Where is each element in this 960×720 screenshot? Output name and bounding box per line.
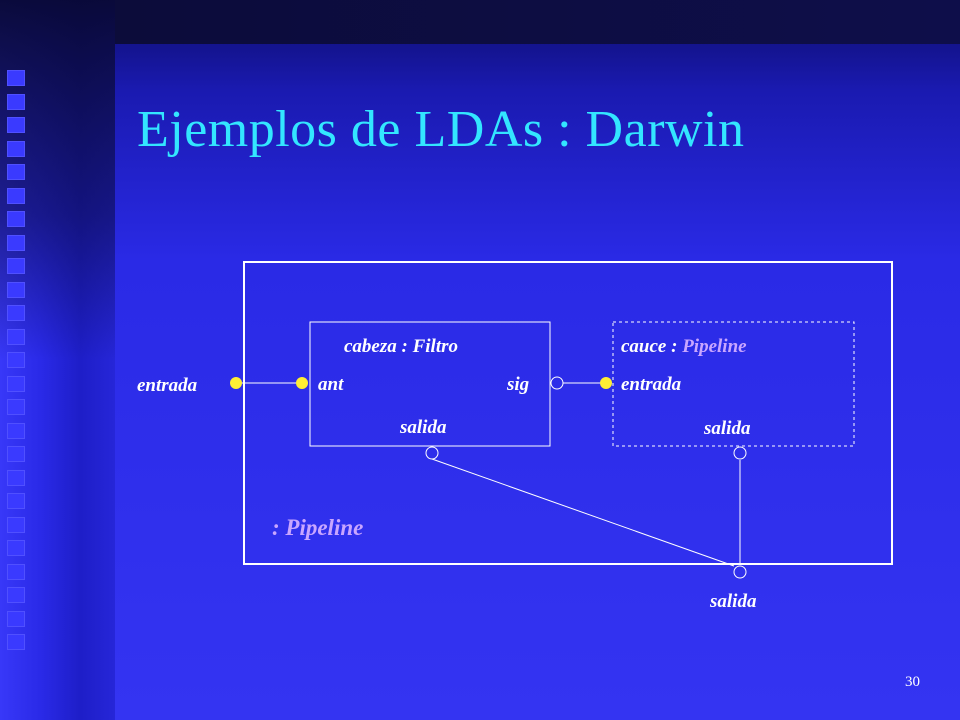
cauce-salida-port — [733, 446, 747, 460]
decor-square — [7, 587, 25, 603]
slide-title: Ejemplos de LDAs : Darwin — [137, 101, 745, 158]
decor-square — [7, 328, 25, 345]
cauce-entrada-label: entrada — [621, 374, 682, 395]
decor-square — [7, 352, 25, 368]
top-band — [115, 0, 960, 44]
decor-square — [7, 140, 25, 157]
decor-square — [7, 258, 25, 274]
cabeza-component-box — [309, 321, 551, 447]
cauce-salida-label: salida — [703, 418, 751, 439]
decor-square — [7, 93, 25, 110]
cabeza-header: cabeza : Filtro — [344, 336, 458, 357]
decor-square — [7, 117, 25, 133]
cauce-component-box — [612, 321, 855, 447]
decor-square — [7, 164, 25, 180]
decor-square — [7, 399, 25, 415]
cauce-entrada-port — [600, 377, 612, 389]
outer-salida-label: salida — [709, 591, 757, 612]
outer-entrada-port — [230, 377, 242, 389]
decor-square — [7, 540, 25, 556]
decor-square — [7, 422, 25, 439]
cabeza-sig-port — [550, 376, 564, 390]
decor-square — [7, 70, 25, 86]
cabeza-ant-port — [296, 377, 308, 389]
decor-square — [7, 305, 25, 321]
decor-square — [7, 211, 25, 227]
decor-squares — [7, 70, 29, 670]
decor-square — [7, 234, 25, 251]
left-decor-shade — [0, 0, 115, 360]
pipeline-outer-box — [243, 261, 893, 565]
cabeza-sig-label: sig — [506, 374, 529, 395]
decor-square — [7, 375, 25, 392]
cabeza-ant-label: ant — [318, 374, 344, 395]
decor-square — [7, 446, 25, 462]
cauce-header: cauce : Pipeline — [621, 336, 747, 357]
outer-entrada-label: entrada — [137, 375, 198, 396]
pipeline-type-label: : Pipeline — [272, 515, 363, 540]
binding-cabeza-salida — [431, 458, 735, 567]
decor-square — [7, 281, 25, 298]
outer-salida-port — [733, 565, 747, 579]
decor-square — [7, 610, 25, 627]
decor-square — [7, 563, 25, 580]
decor-square — [7, 469, 25, 486]
cabeza-salida-port — [425, 446, 439, 460]
cabeza-salida-label: salida — [399, 417, 447, 438]
page-number: 30 — [905, 674, 920, 690]
decor-square — [7, 516, 25, 533]
decor-square — [7, 634, 25, 650]
decor-square — [7, 187, 25, 204]
decor-square — [7, 493, 25, 509]
